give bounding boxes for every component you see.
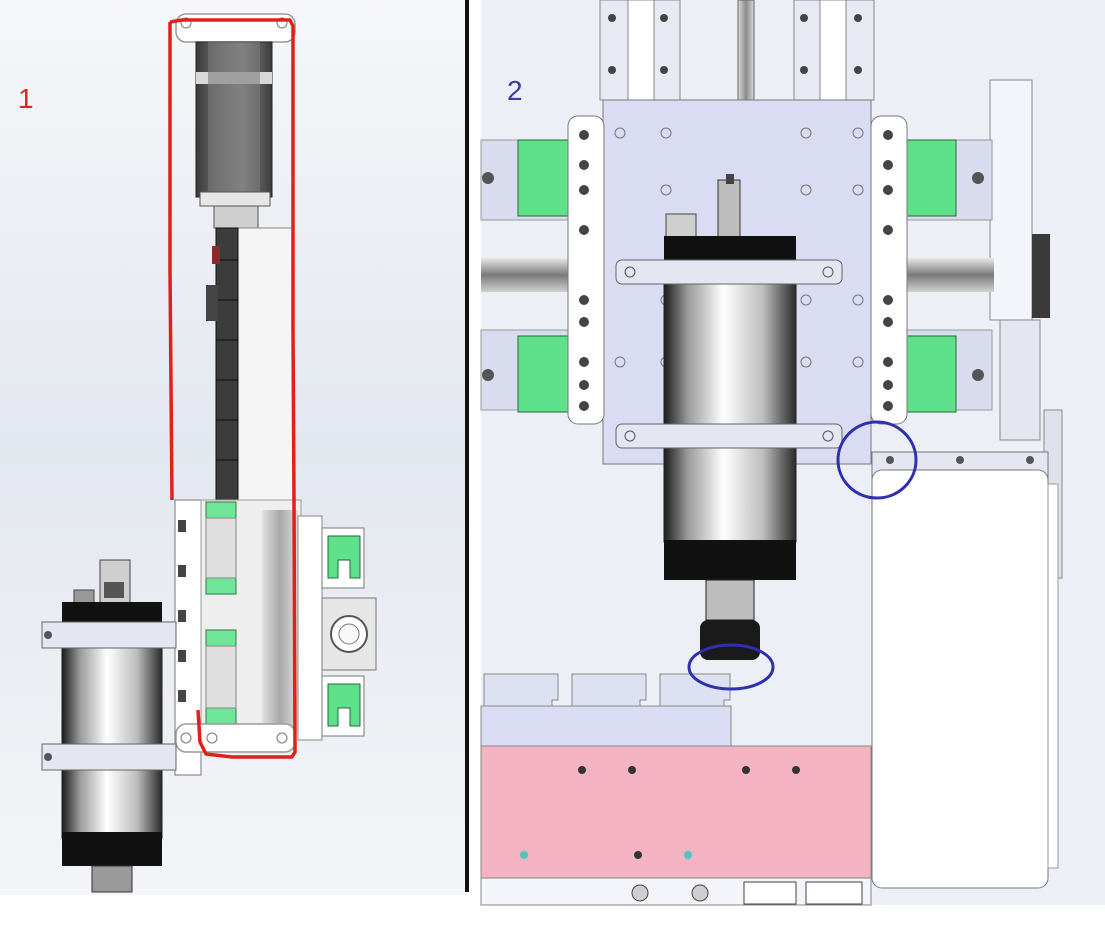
panel-label-2: 2 xyxy=(507,75,523,106)
spindle-motor xyxy=(41,559,177,893)
vertical-rails-top xyxy=(599,0,875,101)
bottom-end-plate xyxy=(175,723,296,753)
panel-2: 2 xyxy=(480,0,1105,920)
x-rail-blocks xyxy=(297,515,377,741)
panel-divider xyxy=(465,0,469,892)
panel-1: 1 xyxy=(0,0,466,920)
blue-highlight-circles xyxy=(687,420,918,691)
carriage-plate xyxy=(174,499,302,776)
t-slot-bed xyxy=(480,673,872,906)
top-end-plate xyxy=(175,13,296,43)
stepper-motor xyxy=(195,41,273,229)
green-bearings xyxy=(517,139,957,413)
spindle-motor xyxy=(615,174,843,660)
z-column-block xyxy=(871,451,1059,889)
red-highlight-outline xyxy=(168,18,297,759)
panel-label-1: 1 xyxy=(18,83,34,114)
